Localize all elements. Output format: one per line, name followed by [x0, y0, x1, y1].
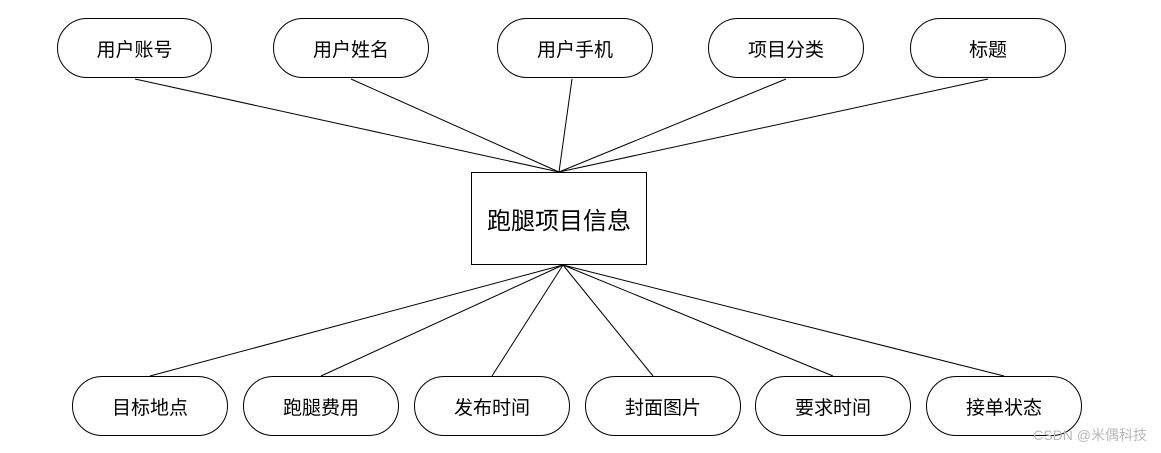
connector-user-account	[134, 78, 560, 173]
connector-order-status	[562, 264, 1005, 377]
connector-user-name	[350, 78, 560, 173]
attribute-label: 项目分类	[747, 38, 824, 61]
connector-publish-time	[491, 264, 564, 377]
connector-fee	[320, 264, 564, 377]
attribute-label: 封面图片	[624, 396, 701, 419]
connector-required-time	[562, 264, 834, 377]
attribute-label: 要求时间	[794, 396, 871, 419]
attribute-label: 用户账号	[96, 38, 173, 61]
attribute-label: 标题	[968, 38, 1007, 61]
attribute-order-status: 接单状态	[926, 376, 1082, 436]
attribute-label: 接单状态	[965, 396, 1042, 419]
attribute-category: 项目分类	[708, 18, 864, 78]
attribute-label: 发布时间	[453, 396, 530, 419]
entity-label: 跑腿项目信息	[487, 207, 631, 235]
attribute-label: 跑腿费用	[282, 396, 359, 419]
attribute-user-name: 用户姓名	[273, 18, 429, 78]
attribute-publish-time: 发布时间	[414, 376, 570, 436]
connector-title	[558, 78, 989, 173]
attribute-user-phone: 用户手机	[497, 18, 653, 78]
attribute-cover-image: 封面图片	[585, 376, 741, 436]
connector-target-place	[149, 264, 564, 377]
attribute-label: 用户手机	[536, 38, 613, 61]
attribute-user-account: 用户账号	[57, 18, 212, 78]
attribute-label: 目标地点	[111, 396, 188, 419]
attribute-errand-fee: 跑腿费用	[243, 376, 399, 436]
attribute-label: 用户姓名	[312, 38, 389, 61]
connector-category	[558, 78, 787, 173]
attribute-required-time: 要求时间	[755, 376, 911, 436]
connector-user-phone	[558, 78, 573, 173]
entity-errand-project-info: 跑腿项目信息	[471, 172, 647, 265]
attribute-target-place: 目标地点	[72, 376, 228, 436]
watermark: CSDN @米偶科技	[1033, 427, 1147, 443]
connector-cover-image	[562, 264, 654, 377]
attribute-title: 标题	[910, 18, 1066, 78]
